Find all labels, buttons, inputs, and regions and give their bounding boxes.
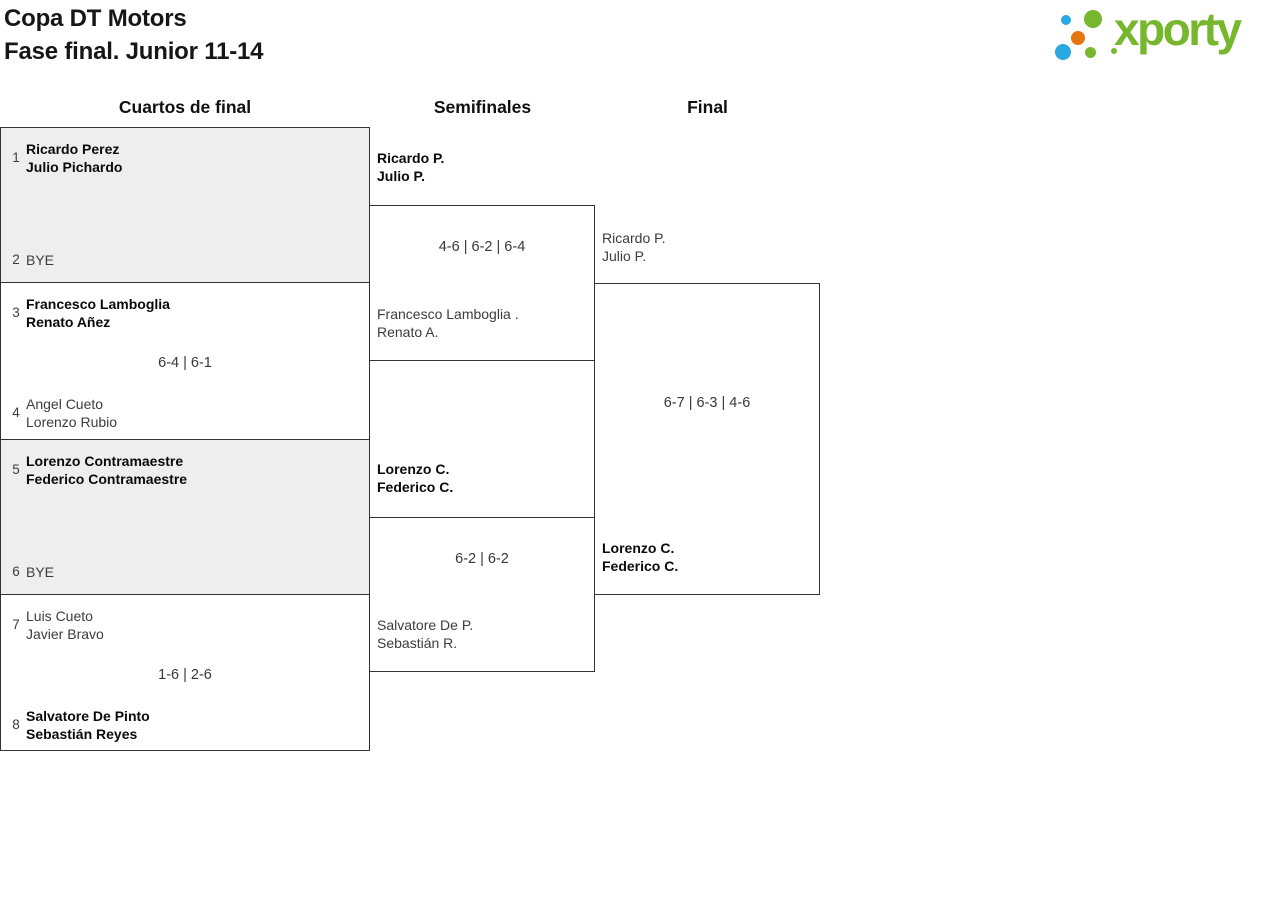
seed-number: 4 <box>12 405 20 420</box>
match-score: 4-6 | 6-2 | 6-4 <box>438 239 526 255</box>
participant-bottom: Salvatore De Pinto Sebastián Reyes <box>26 707 150 743</box>
seed-number: 2 <box>12 252 20 267</box>
participant-name-line: Julio Pichardo <box>26 159 123 175</box>
seed-number: 8 <box>12 717 20 732</box>
participant-bottom: BYE <box>26 563 54 581</box>
participant-bottom: Lorenzo C. Federico C. <box>602 539 678 575</box>
seed-number: 6 <box>12 564 20 579</box>
logo-dot-icon <box>1111 48 1117 54</box>
match-box-final: 6-7 | 6-3 | 4-6 <box>594 283 820 595</box>
match-box-qf4: 7 Luis Cueto Javier Bravo 1-6 | 2-6 8 Sa… <box>0 595 370 751</box>
seed-number: 5 <box>12 462 20 477</box>
participant-name-line: Salvatore De P. <box>377 617 474 633</box>
participant-name-line: Sebastián Reyes <box>26 726 138 742</box>
participant-top: Ricardo Perez Julio Pichardo <box>26 140 122 176</box>
participant-name-line: Francesco Lamboglia <box>26 296 170 312</box>
participant-name-line: Lorenzo C. <box>602 540 675 556</box>
participant-name-line: Federico Contramaestre <box>26 471 188 487</box>
xporty-logo-text: xporty <box>1114 3 1242 55</box>
participant-name-line: Francesco Lamboglia . <box>377 306 519 322</box>
round-header-final: Final <box>687 97 728 117</box>
participant-name-line: Lorenzo Contramaestre <box>26 453 184 469</box>
participant-name-line: BYE <box>26 252 55 268</box>
match-score: 6-4 | 6-1 <box>158 355 212 371</box>
logo-dot-icon <box>1055 44 1071 60</box>
seed-number: 1 <box>12 150 20 165</box>
participant-top: Lorenzo C. Federico C. <box>377 460 453 496</box>
match-score: 6-7 | 6-3 | 4-6 <box>663 395 751 411</box>
participant-bottom: BYE <box>26 251 54 269</box>
round-header-quarterfinals: Cuartos de final <box>118 97 252 117</box>
participant-name-line: Javier Bravo <box>26 626 104 642</box>
participant-name-line: Sebastián R. <box>377 635 458 651</box>
logo-dot-icon <box>1084 10 1102 28</box>
round-header-semifinals: Semifinales <box>433 97 532 117</box>
match-score: 1-6 | 2-6 <box>158 667 212 683</box>
participant-name-line: Angel Cueto <box>26 396 104 412</box>
participant-bottom: Angel Cueto Lorenzo Rubio <box>26 395 117 431</box>
participant-name-line: Ricardo P. <box>602 230 666 246</box>
participant-top: Ricardo P. Julio P. <box>377 149 444 185</box>
seed-number: 3 <box>12 305 20 320</box>
participant-top: Luis Cueto Javier Bravo <box>26 607 104 643</box>
match-box-qf2: 3 Francesco Lamboglia Renato Añez 6-4 | … <box>0 283 370 440</box>
phase-category: Fase final. Junior 11-14 <box>4 38 264 65</box>
logo-dot-icon <box>1071 31 1085 45</box>
seed-number: 7 <box>12 617 20 632</box>
participant-bottom: Salvatore De P. Sebastián R. <box>377 616 473 652</box>
participant-name-line: Ricardo Perez <box>26 141 120 157</box>
participant-name-line: BYE <box>26 564 55 580</box>
participant-name-line: Renato Añez <box>26 314 111 330</box>
participant-name-line: Lorenzo C. <box>377 461 450 477</box>
participant-name-line: Luis Cueto <box>26 608 93 624</box>
participant-name-line: Federico C. <box>602 558 679 574</box>
participant-top: Ricardo P. Julio P. <box>602 229 666 265</box>
participant-bottom: Francesco Lamboglia . Renato A. <box>377 305 519 341</box>
match-box-qf3: 5 Lorenzo Contramaestre Federico Contram… <box>0 440 370 595</box>
match-box-sf2: 6-2 | 6-2 <box>370 517 595 672</box>
logo-dot-icon <box>1085 47 1096 58</box>
participant-name-line: Renato A. <box>377 324 439 340</box>
participant-name-line: Julio P. <box>377 168 425 184</box>
logo-dot-icon <box>1061 15 1071 25</box>
participant-top: Francesco Lamboglia Renato Añez <box>26 295 170 331</box>
page-title: Copa DT Motors Fase final. Junior 11-14 <box>4 2 264 68</box>
participant-name-line: Ricardo P. <box>377 150 445 166</box>
participant-top: Lorenzo Contramaestre Federico Contramae… <box>26 452 187 488</box>
participant-name-line: Salvatore De Pinto <box>26 708 150 724</box>
xporty-logo[interactable] <box>1050 0 1280 75</box>
tournament-name: Copa DT Motors <box>4 5 187 32</box>
match-box-sf1: 4-6 | 6-2 | 6-4 <box>370 205 595 361</box>
match-score: 6-2 | 6-2 <box>455 551 509 567</box>
participant-name-line: Lorenzo Rubio <box>26 414 118 430</box>
match-box-qf1: 1 Ricardo Perez Julio Pichardo 2 BYE <box>0 127 370 283</box>
participant-name-line: Julio P. <box>602 248 647 264</box>
participant-name-line: Federico C. <box>377 479 454 495</box>
